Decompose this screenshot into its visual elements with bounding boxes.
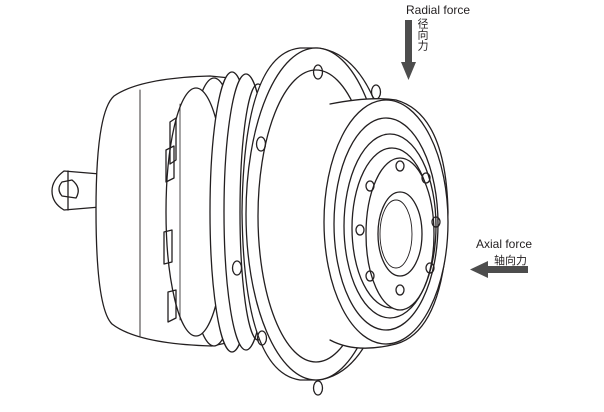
center-bore [377,191,423,277]
ribbed-segment [163,87,227,337]
input-shaft [51,170,101,211]
radial-force-label-cn: 径向力 [416,18,428,51]
output-flange-face [355,157,441,311]
radial-force-label: Radial force [406,3,471,17]
left-arrow-icon [470,261,528,278]
output-bolt-holes [355,160,441,296]
axial-force-label: Axial force [476,237,533,251]
down-arrow-icon [401,20,416,80]
axial-force-label-cn: 轴向力 [494,255,527,267]
